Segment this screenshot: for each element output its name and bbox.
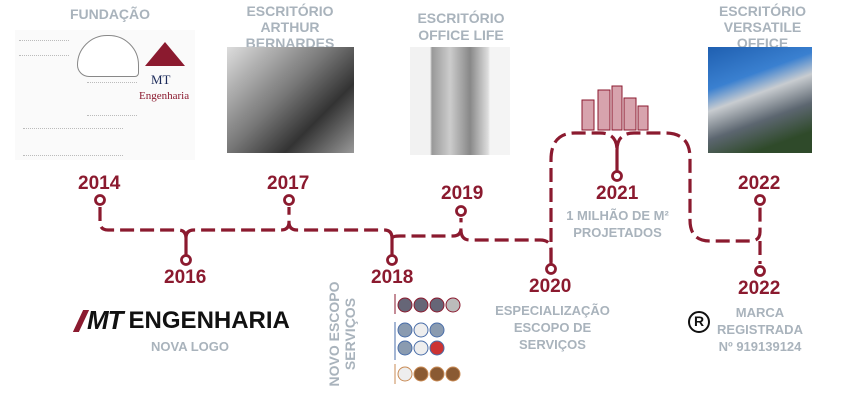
logo-word: ENGENHARIA (128, 306, 290, 334)
registered-trademark-icon: R (688, 311, 710, 333)
fine-print (19, 40, 69, 56)
year-2019: 2019 (441, 183, 484, 204)
path-segment (98, 207, 553, 251)
caption-line: 1 MILHÃO DE M² (566, 208, 669, 223)
year-2016: 2016 (164, 267, 207, 288)
caption-2022-brand: MARCA REGISTRADA Nº 919139124 (710, 304, 810, 355)
caption-line: ESCRITÓRIO (246, 3, 334, 19)
logo-name: Engenharia (139, 90, 190, 102)
year-2022-brand: 2022 (738, 278, 781, 299)
year-2022-office: 2022 (738, 173, 781, 194)
year-2021: 2021 (596, 183, 639, 204)
fine-print (23, 128, 123, 156)
caption-line: NOVO ESCOPO (326, 281, 342, 387)
new-logo: MT ENGENHARIA (72, 305, 290, 336)
year-2014: 2014 (78, 173, 121, 194)
caption-line: ESCOPO DE (513, 320, 592, 335)
caption-line: OFFICE LIFE (418, 27, 504, 43)
caption-2017: ESCRITÓRIO ARTHUR BERNARDES (215, 3, 365, 51)
logo-mark: MT (151, 72, 171, 87)
caption-line: SERVIÇOS (519, 337, 586, 352)
caption-line: MARCA (735, 305, 785, 320)
year-2018: 2018 (371, 267, 414, 288)
node-2022-office (754, 194, 766, 206)
caption-line: ESPECIALIZAÇÃO (495, 303, 610, 318)
caption-line: PROJETADOS (573, 225, 662, 240)
year-2017: 2017 (267, 173, 310, 194)
caption-2019: ESCRITÓRIO OFFICE LIFE (396, 10, 526, 44)
node-2014 (94, 194, 106, 206)
path-segment (549, 131, 762, 264)
office-arthur-bernardes-photo (227, 47, 354, 153)
node-2018 (386, 254, 398, 266)
node-2016 (180, 254, 192, 266)
node-2019 (455, 205, 467, 217)
caption-line: ESCRITÓRIO (417, 10, 505, 26)
city-skyline-icon (581, 85, 649, 131)
node-2017 (283, 194, 295, 206)
caption-fundacao: FUNDAÇÃO (69, 6, 151, 22)
fine-print (87, 82, 137, 116)
caption-2021: 1 MILHÃO DE M² PROJETADOS (555, 207, 680, 241)
hard-hat-icon (77, 35, 139, 77)
office-life-photo (410, 47, 510, 155)
caption-2016: NOVA LOGO (151, 339, 229, 354)
year-2020: 2020 (529, 276, 572, 297)
versatile-office-photo (708, 47, 812, 153)
node-2020 (545, 263, 557, 275)
caption-line: SERVIÇOS (342, 297, 358, 371)
foundation-card-image: MT Engenharia (15, 30, 195, 160)
node-2022-brand (754, 265, 766, 277)
caption-2022-office: ESCRITÓRIO VERSATILE OFFICE (700, 3, 825, 51)
logo-mark: MT (87, 305, 124, 335)
node-2021 (611, 170, 623, 182)
caption-line: REGISTRADA (717, 322, 803, 337)
caption-line: ESCRITÓRIO (718, 3, 807, 19)
caption-2018: NOVO ESCOPO SERVIÇOS (326, 274, 358, 394)
services-scope-image (375, 290, 470, 385)
caption-2020: ESPECIALIZAÇÃO ESCOPO DE SERVIÇOS (490, 302, 615, 353)
caption-line: Nº 919139124 (718, 339, 802, 354)
mt-logo-icon (145, 42, 185, 66)
